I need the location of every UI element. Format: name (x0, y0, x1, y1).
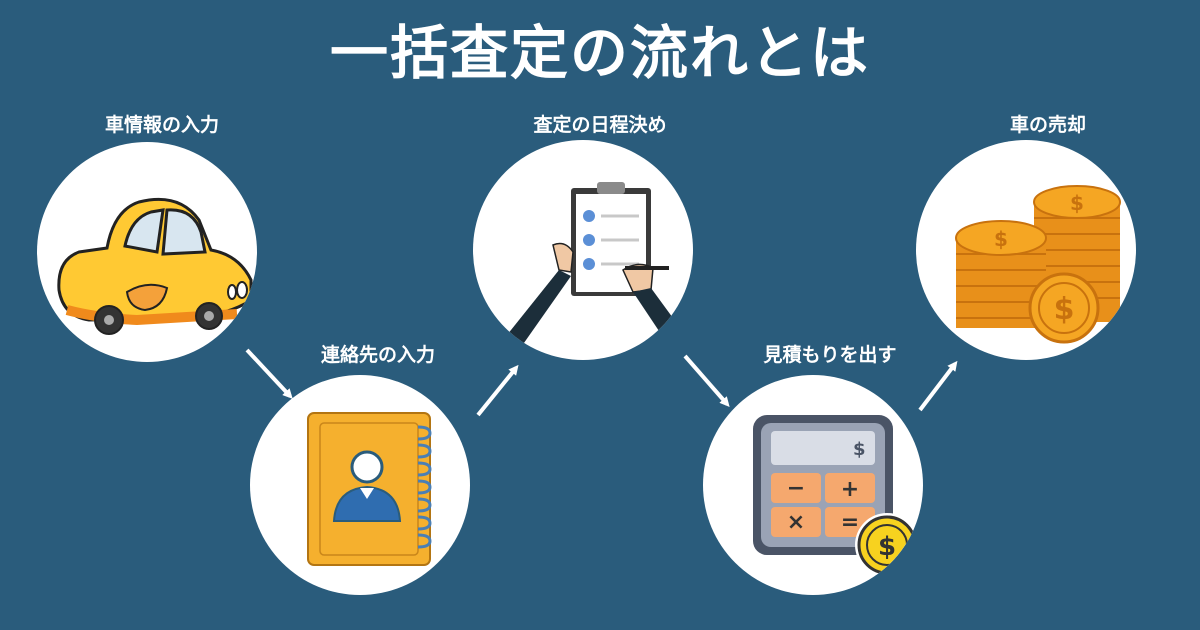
address-book-icon (307, 412, 432, 566)
page-title: 一括査定の流れとは (329, 19, 870, 87)
coin-stacks-icon: $ $ $ (955, 185, 1121, 344)
arrow-4-to-5 (918, 360, 958, 412)
coin-dollar-symbol: $ (878, 532, 896, 562)
step-2-label: 連絡先の入力 (320, 344, 435, 366)
car-icon (57, 197, 253, 335)
step-5-circle: $ $ $ (916, 140, 1136, 360)
coin-top-symbol-2: $ (994, 227, 1008, 251)
calculator-icon: $ − + × = $ (753, 415, 919, 577)
step-3-circle (473, 140, 693, 360)
calc-key-minus: − (787, 476, 805, 501)
arrow-2-to-3 (476, 364, 519, 417)
step-1-circle (37, 142, 257, 362)
step-1-label: 車情報の入力 (104, 114, 219, 136)
calc-key-times: × (787, 510, 805, 535)
arrow-1-to-2 (245, 348, 293, 399)
arrow-3-to-4 (683, 354, 730, 408)
step-5-label: 車の売却 (1009, 114, 1086, 136)
coin-front-symbol: $ (1054, 292, 1075, 327)
step-3-label: 査定の日程決め (533, 114, 667, 136)
step-2-circle (250, 375, 470, 595)
step-4-label: 見積もりを出す (763, 344, 897, 366)
coin-top-symbol-1: $ (1070, 191, 1084, 215)
calc-key-equals: = (841, 510, 859, 535)
calc-key-plus: + (841, 477, 859, 502)
calc-display-symbol: $ (853, 439, 866, 460)
step-4-circle: $ − + × = $ (703, 375, 923, 595)
clipboard-checklist-icon (503, 182, 689, 352)
